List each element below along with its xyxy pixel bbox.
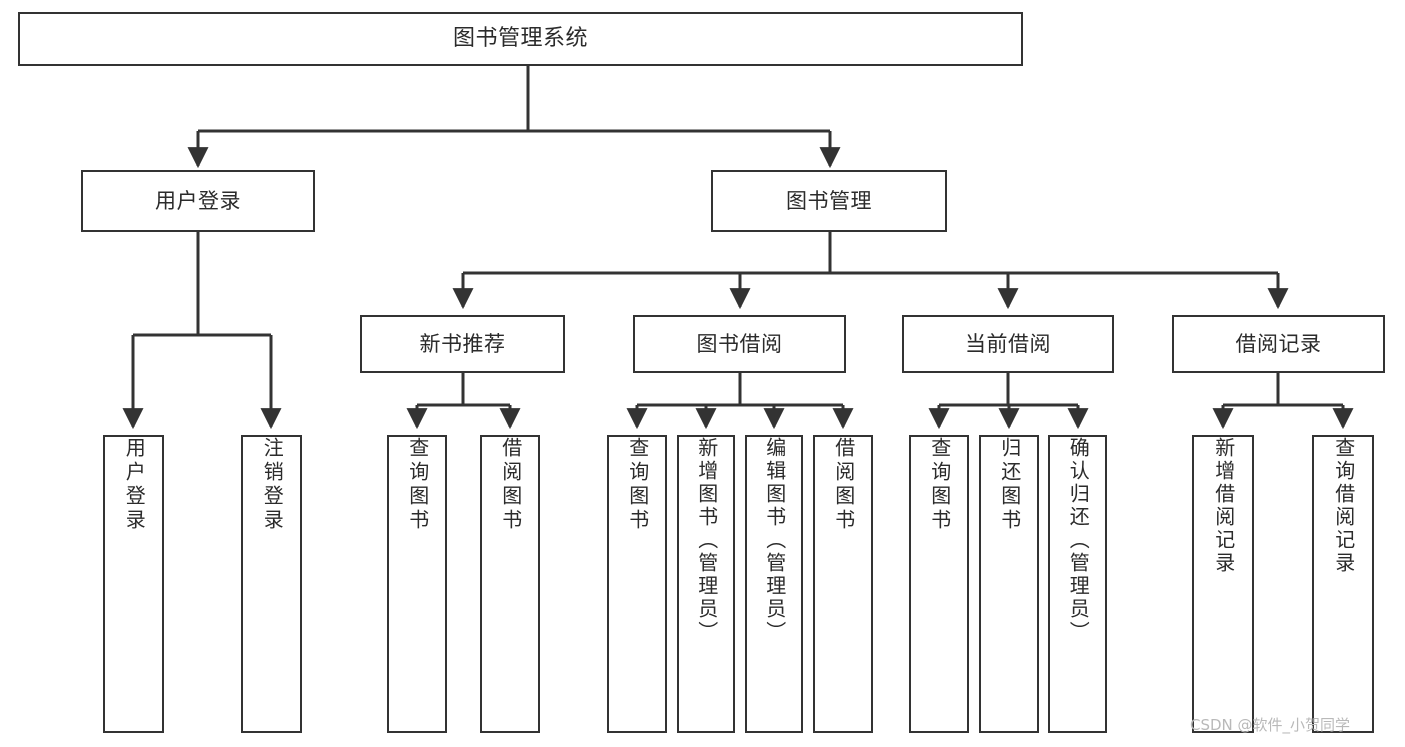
node-leaf-borrow-book-1-label: 借阅图书 bbox=[498, 437, 523, 533]
node-root-label: 图书管理系统 bbox=[452, 25, 588, 51]
node-leaf-query-book-1-label: 查询图书 bbox=[405, 437, 430, 533]
node-user-login-label: 用户登录 bbox=[155, 188, 241, 213]
node-leaf-add-book[interactable]: 新增图书（管理员） bbox=[677, 435, 735, 733]
node-leaf-borrow-book-2[interactable]: 借阅图书 bbox=[813, 435, 873, 733]
node-leaf-borrow-book-1[interactable]: 借阅图书 bbox=[480, 435, 540, 733]
node-new-book-rec-label: 新书推荐 bbox=[419, 331, 506, 356]
node-leaf-return-book-label: 归还图书 bbox=[997, 437, 1022, 533]
node-leaf-query-book-3[interactable]: 查询图书 bbox=[909, 435, 969, 733]
node-leaf-query-record-label: 查询借阅记录 bbox=[1331, 437, 1356, 575]
node-book-borrow[interactable]: 图书借阅 bbox=[633, 315, 846, 373]
node-leaf-query-book-2-label: 查询图书 bbox=[625, 437, 650, 533]
node-leaf-query-book-1[interactable]: 查询图书 bbox=[387, 435, 447, 733]
node-leaf-logout-label: 注销登录 bbox=[260, 437, 285, 533]
node-leaf-edit-book-label: 编辑图书（管理员） bbox=[762, 437, 787, 644]
node-user-login[interactable]: 用户登录 bbox=[81, 170, 315, 232]
node-leaf-user-login[interactable]: 用户登录 bbox=[103, 435, 164, 733]
csdn-watermark: CSDN @软件_小贺同学 bbox=[1190, 716, 1351, 734]
node-leaf-confirm-return[interactable]: 确认归还（管理员） bbox=[1048, 435, 1107, 733]
node-book-borrow-label: 图书借阅 bbox=[696, 331, 783, 356]
node-leaf-add-book-label: 新增图书（管理员） bbox=[694, 437, 719, 644]
node-leaf-return-book[interactable]: 归还图书 bbox=[979, 435, 1039, 733]
node-leaf-confirm-return-label: 确认归还（管理员） bbox=[1066, 437, 1091, 644]
node-leaf-user-login-label: 用户登录 bbox=[122, 437, 147, 533]
node-borrow-record[interactable]: 借阅记录 bbox=[1172, 315, 1385, 373]
node-leaf-query-book-2[interactable]: 查询图书 bbox=[607, 435, 667, 733]
node-borrow-record-label: 借阅记录 bbox=[1235, 331, 1322, 356]
node-leaf-query-book-3-label: 查询图书 bbox=[927, 437, 952, 533]
node-book-manage[interactable]: 图书管理 bbox=[711, 170, 947, 232]
node-leaf-add-record[interactable]: 新增借阅记录 bbox=[1192, 435, 1254, 733]
node-current-borrow[interactable]: 当前借阅 bbox=[902, 315, 1114, 373]
node-leaf-add-record-label: 新增借阅记录 bbox=[1211, 437, 1236, 575]
node-leaf-logout[interactable]: 注销登录 bbox=[241, 435, 302, 733]
node-leaf-borrow-book-2-label: 借阅图书 bbox=[831, 437, 856, 533]
node-leaf-edit-book[interactable]: 编辑图书（管理员） bbox=[745, 435, 803, 733]
node-leaf-query-record[interactable]: 查询借阅记录 bbox=[1312, 435, 1374, 733]
node-current-borrow-label: 当前借阅 bbox=[965, 331, 1051, 356]
node-root[interactable]: 图书管理系统 bbox=[18, 12, 1023, 66]
node-new-book-rec[interactable]: 新书推荐 bbox=[360, 315, 565, 373]
node-book-manage-label: 图书管理 bbox=[786, 188, 872, 213]
